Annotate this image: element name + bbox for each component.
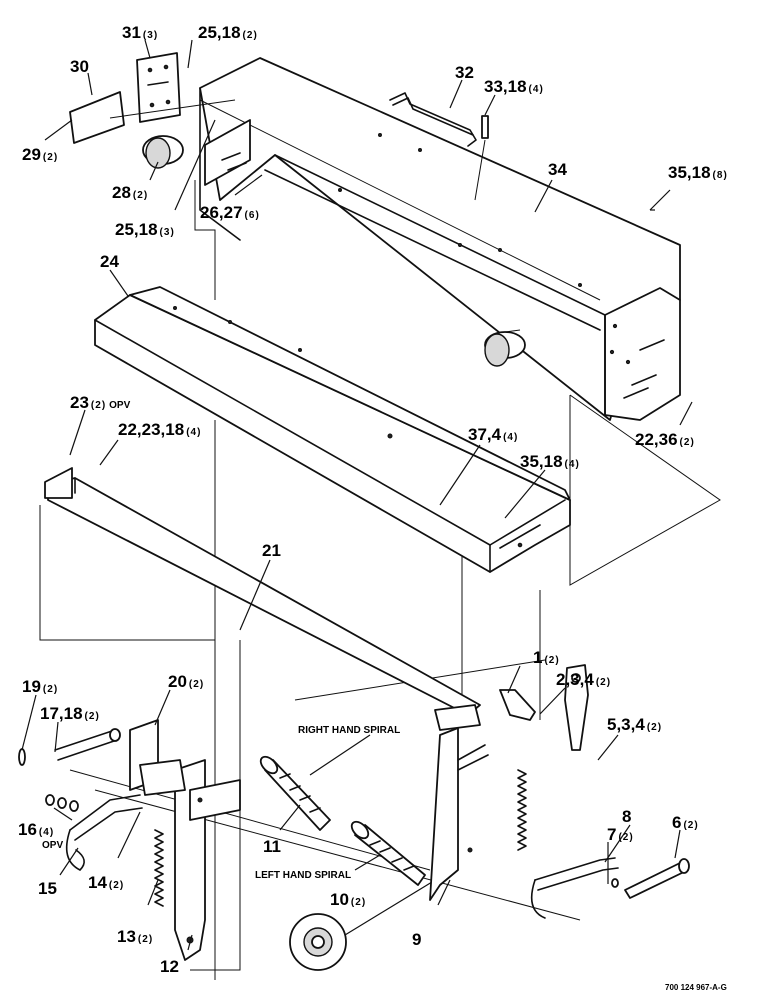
callout-10: 10(2)	[330, 890, 366, 909]
callout-25-18-top: 25,18(2)	[198, 23, 258, 42]
callout-17-18: 17,18(2)	[40, 704, 100, 723]
drawing-number: 700 124 967-A-G	[665, 983, 727, 992]
callout-8: 8	[622, 807, 631, 826]
callout-16: 16(4)	[18, 820, 54, 839]
handle-32	[389, 92, 489, 201]
callout-25-18-mid: 25,18(3)	[115, 220, 175, 239]
roller-inside	[484, 329, 526, 367]
rod-21	[44, 467, 481, 731]
callout-6: 6(2)	[672, 813, 699, 832]
callout-26-27: 26,27(6)	[200, 203, 260, 222]
callout-15: 15	[38, 879, 57, 898]
callout-14: 14(2)	[88, 873, 124, 892]
callout-28: 28(2)	[112, 183, 148, 202]
callout-37-4: 37,4(4)	[468, 425, 518, 444]
callout-33-18: 33,18(4)	[484, 77, 544, 96]
leader-lines	[21, 39, 693, 951]
tray-24	[94, 286, 571, 573]
callout-labels: 31(3) 25,18(2) 30 32 33,18(4) 29(2) 34 3…	[18, 23, 728, 992]
callout-7: 7(2)	[607, 825, 634, 844]
callout-13: 13(2)	[117, 927, 153, 946]
callout-23: 23(2)OPV	[70, 393, 131, 412]
callout-22-23-18: 22,23,18(4)	[118, 420, 201, 439]
callout-1: 1(2)	[533, 648, 560, 667]
callout-5-3-4: 5,3,4(2)	[607, 715, 662, 734]
callout-35-18-top: 35,18(8)	[668, 163, 728, 182]
callout-12: 12	[160, 957, 179, 976]
callout-2-3-4: 2,3,4(2)	[556, 670, 611, 689]
right-linkage	[429, 664, 690, 919]
callout-22-36: 22,36(2)	[635, 430, 695, 449]
bearing-plate-31	[136, 52, 181, 123]
bushing-28	[109, 99, 236, 169]
housing-34	[199, 57, 681, 421]
callout-11: 11	[263, 837, 281, 856]
bearing-10	[289, 881, 433, 971]
callout-32: 32	[455, 63, 474, 82]
callout-16-opv: OPV	[42, 840, 63, 851]
callout-9: 9	[412, 930, 421, 949]
spiral-rollers-11	[259, 755, 426, 886]
plate-30	[69, 91, 125, 144]
assembly-lines	[39, 180, 721, 980]
callout-30: 30	[70, 57, 89, 76]
note-left-hand-spiral: LEFT HAND SPIRAL	[255, 870, 351, 881]
callout-19: 19(2)	[22, 677, 58, 696]
callout-35-18-bottom: 35,18(4)	[520, 452, 580, 471]
callout-21: 21	[262, 541, 281, 560]
note-right-hand-spiral: RIGHT HAND SPIRAL	[298, 725, 400, 736]
callout-34: 34	[548, 160, 567, 179]
callout-31: 31(3)	[122, 23, 158, 42]
callout-20: 20(2)	[168, 672, 204, 691]
left-linkage	[18, 719, 241, 961]
callout-29: 29(2)	[22, 145, 58, 164]
callout-24: 24	[100, 252, 119, 271]
